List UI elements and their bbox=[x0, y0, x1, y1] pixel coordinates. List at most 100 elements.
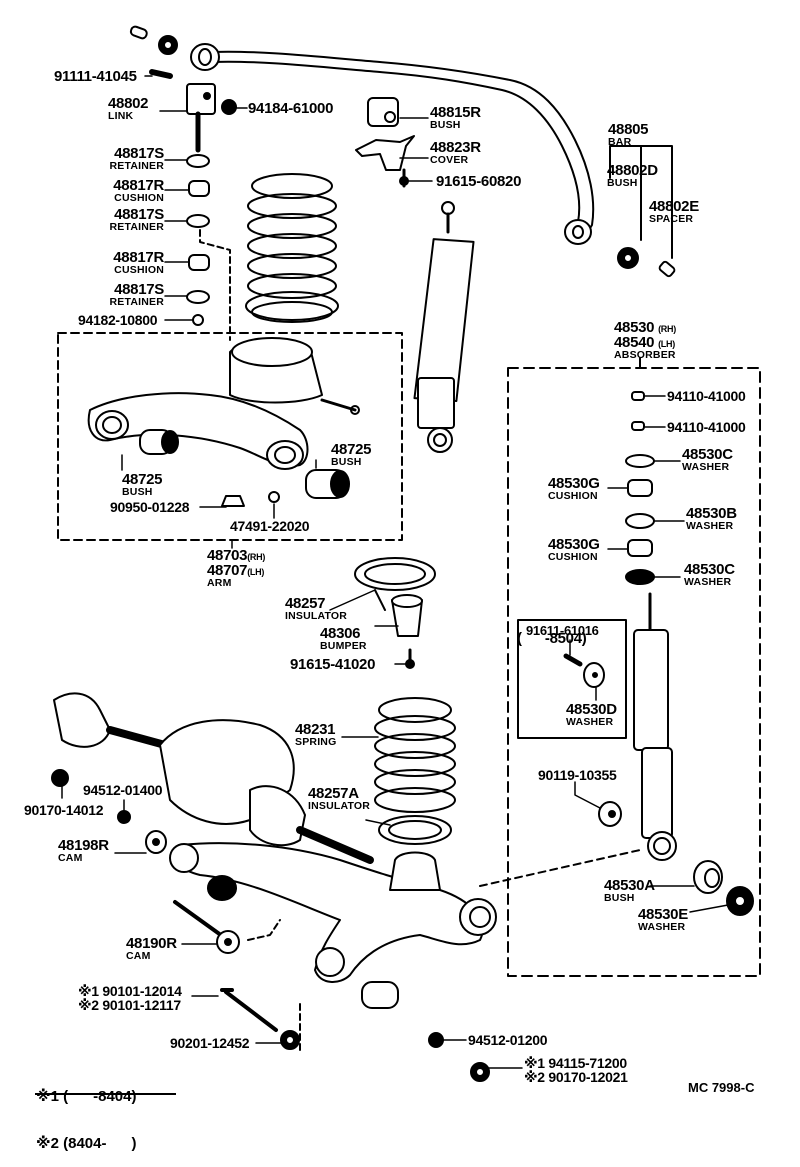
part-number-2: 90101-12117 bbox=[102, 997, 181, 1013]
part-number-rh: 48530 bbox=[614, 319, 655, 336]
part-number: 48815R bbox=[430, 104, 481, 121]
label-48725-bush: 48725 BUSH bbox=[331, 441, 372, 468]
part-number: 48530C bbox=[684, 561, 735, 578]
part-number: 48725 bbox=[331, 441, 372, 458]
label-48530c-washer: 48530C WASHER bbox=[682, 447, 733, 473]
part-number-rh: 48703 bbox=[207, 547, 248, 564]
label-47491-22020: 47491-22020 bbox=[230, 518, 310, 534]
footnote-1: ※1 ( -8404) bbox=[36, 1087, 136, 1105]
label-90119-10355: 90119-10355 bbox=[538, 767, 617, 783]
part-number: 94184-61000 bbox=[248, 100, 334, 117]
front-shock-absorber bbox=[413, 201, 475, 453]
label-48231-spring: 48231 SPRING bbox=[295, 722, 336, 748]
part-number: 48802E bbox=[649, 198, 699, 215]
upper-control-arm bbox=[87, 337, 360, 507]
label-48817s-retainer: 48817S RETAINER bbox=[98, 145, 165, 172]
part-name: WASHER bbox=[638, 921, 686, 933]
variant-footnotes: ※1 ( -8404) ※2 (8404- ) bbox=[36, 1057, 136, 1167]
part-number-lh: 48540 bbox=[614, 334, 655, 351]
suffix-rh: (RH) bbox=[247, 552, 266, 562]
part-number: 48823R bbox=[430, 139, 481, 156]
part-number: 48530B bbox=[686, 505, 737, 522]
part-number-2: 90170-12021 bbox=[548, 1069, 628, 1085]
label-91615-60820: 91615-60820 bbox=[436, 174, 521, 189]
part-number: 48817R bbox=[113, 177, 164, 194]
part-number: 48190R bbox=[126, 935, 177, 952]
part-name: CAM bbox=[58, 852, 83, 864]
part-number: 90119-10355 bbox=[538, 767, 617, 783]
part-number: 48817S bbox=[114, 145, 164, 162]
part-number: 48231 bbox=[295, 721, 336, 738]
part-number: 48306 bbox=[320, 625, 361, 642]
part-number: 94182-10800 bbox=[78, 312, 158, 328]
part-name: COVER bbox=[430, 154, 469, 166]
part-name: CUSHION bbox=[114, 264, 164, 276]
label-48530-48540-absorber: 48530 (RH) 48540 (LH) ABSORBER bbox=[614, 320, 676, 361]
part-number: 90201-12452 bbox=[170, 1035, 250, 1051]
part-number: 48530C bbox=[682, 446, 733, 463]
stabilizer-bar bbox=[190, 43, 595, 245]
part-name: BUSH bbox=[331, 456, 362, 468]
label-48817r-cushion: 48817R CUSHION bbox=[98, 250, 164, 276]
part-number: 48817S bbox=[114, 206, 164, 223]
label-91611-61016: 91611-61016 bbox=[526, 624, 599, 637]
part-name: CUSHION bbox=[548, 551, 598, 563]
part-name: BUSH bbox=[604, 892, 635, 904]
label-48306-bumper: 48306 BUMPER bbox=[320, 626, 367, 652]
part-name: BAR bbox=[608, 136, 632, 148]
label-94110-41000: 94110-41000 bbox=[667, 419, 746, 435]
part-number: 91615-60820 bbox=[436, 173, 522, 190]
label-48703-48707-arm: 48703(RH) 48707(LH) ARM bbox=[207, 548, 265, 589]
label-90201-12452: 90201-12452 bbox=[170, 1035, 250, 1051]
part-name: RETAINER bbox=[109, 296, 164, 308]
part-name: RETAINER bbox=[109, 221, 164, 233]
part-name: CAM bbox=[126, 950, 151, 962]
variant-mark-2: ※2 bbox=[524, 1069, 545, 1085]
part-number: 48530G bbox=[548, 536, 600, 553]
lower-coil-spring bbox=[374, 697, 456, 845]
part-name: ARM bbox=[207, 577, 232, 589]
part-number: 47491-22020 bbox=[230, 518, 310, 534]
part-number: 48198R bbox=[58, 837, 109, 854]
footnote-mark: ※1 bbox=[36, 1087, 59, 1105]
part-number: 48802D bbox=[607, 162, 658, 179]
part-number: 48817R bbox=[113, 249, 164, 266]
stabilizer-link bbox=[149, 69, 237, 341]
part-name: ABSORBER bbox=[614, 349, 676, 361]
rear-absorber-box bbox=[479, 357, 761, 977]
label-90101-bolt: ※1 90101-12014 ※2 90101-12117 bbox=[78, 984, 182, 1012]
part-number: 91111-41045 bbox=[54, 68, 137, 85]
part-name: WASHER bbox=[682, 461, 730, 473]
lower-control-arm bbox=[145, 830, 497, 1082]
label-48817r-cushion: 48817R CUSHION bbox=[98, 178, 164, 204]
label-48802-link: 48802 LINK bbox=[108, 95, 149, 122]
bar-bush-spacer-right bbox=[609, 145, 676, 278]
label-94512-01200: 94512-01200 bbox=[468, 1033, 548, 1047]
part-number-lh: 48707 bbox=[207, 562, 248, 579]
label-91111-41045: 91111-41045 bbox=[54, 69, 137, 84]
label-94184-61000: 94184-61000 bbox=[248, 101, 333, 116]
part-number: 91615-41020 bbox=[290, 656, 376, 673]
part-number: 94512-01400 bbox=[83, 782, 163, 798]
part-name: CUSHION bbox=[548, 490, 598, 502]
part-number: 48530E bbox=[638, 906, 688, 923]
part-number: 48817S bbox=[114, 281, 164, 298]
label-48190r-cam: 48190R CAM bbox=[126, 936, 177, 962]
part-number: 90170-14012 bbox=[24, 802, 104, 818]
label-48530d-washer: 48530D WASHER bbox=[566, 702, 617, 728]
label-48530c-washer: 48530C WASHER bbox=[684, 562, 735, 588]
label-range-8504: ( -8504) bbox=[517, 599, 587, 662]
label-48823r-cover: 48823R COVER bbox=[430, 140, 481, 166]
footnote-mark: ※2 bbox=[36, 1134, 59, 1152]
leader-lines bbox=[61, 75, 729, 1069]
part-name: INSULATOR bbox=[285, 610, 348, 622]
part-number: 48805 bbox=[608, 121, 649, 138]
part-number: 94110-41000 bbox=[667, 419, 746, 435]
label-48257-insulator: 48257 INSULATOR bbox=[285, 596, 347, 622]
insulator-bumper bbox=[354, 557, 436, 669]
footnote-underline bbox=[35, 1093, 176, 1095]
part-number: 48802 bbox=[108, 95, 149, 112]
part-number: 94110-41000 bbox=[667, 388, 746, 404]
label-48530b-washer: 48530B WASHER bbox=[686, 506, 737, 532]
variant-mark-1: ※1 bbox=[78, 983, 99, 999]
